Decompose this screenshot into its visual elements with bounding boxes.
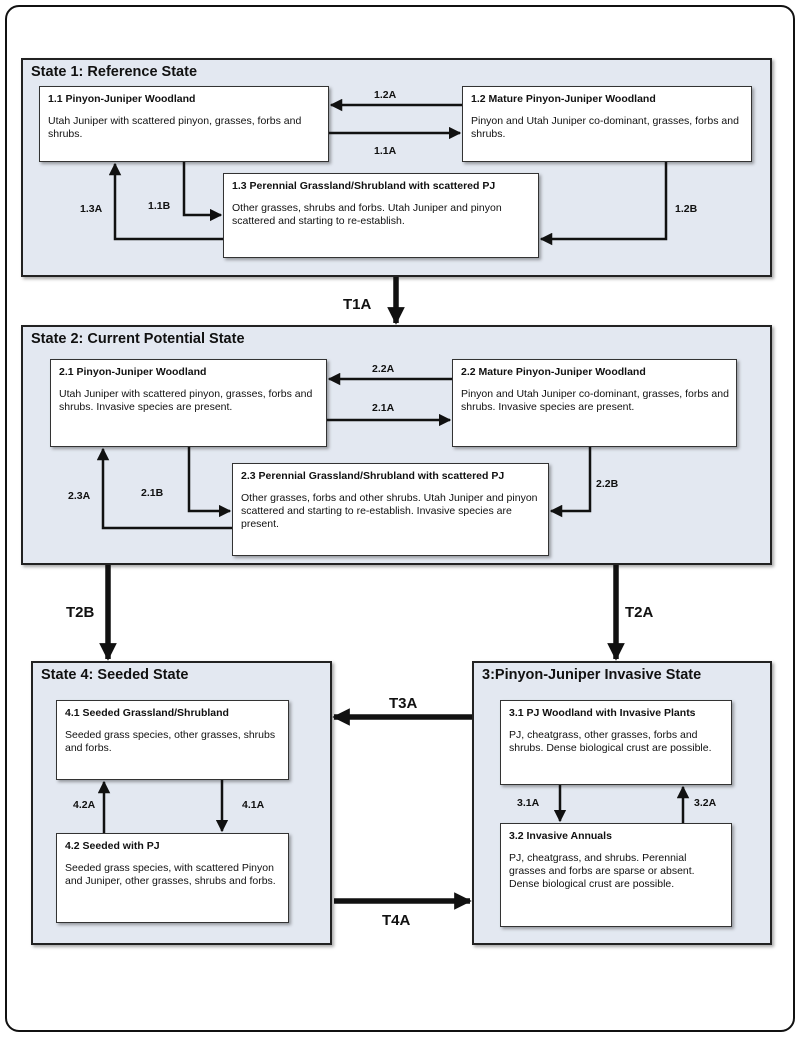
pathway-label-1-1A: 1.1A <box>374 145 397 157</box>
pathway-label-2-3A: 2.3A <box>68 490 91 502</box>
community-2-1-title: 2.1 Pinyon-Juniper Woodland <box>59 366 207 378</box>
pathway-label-1-1B: 1.1B <box>148 200 171 212</box>
community-4-1-text: Seeded grass species, other grasses, shr… <box>65 729 276 754</box>
community-4-2-title: 4.2 Seeded with PJ <box>65 840 160 852</box>
arrow-1-2B <box>539 162 668 246</box>
community-2-1-text: Utah Juniper with scattered pinyon, gras… <box>59 388 313 413</box>
arrow-2-3A <box>96 447 232 530</box>
transition-label-T2B: T2B <box>66 604 95 621</box>
transition-label-T1A: T1A <box>343 296 372 313</box>
pathway-label-3-1A: 3.1A <box>517 797 540 809</box>
pathway-label-2-1A: 2.1A <box>372 402 395 414</box>
community-1-3-text: Other grasses, shrubs and forbs. Utah Ju… <box>232 202 502 227</box>
state-1-title: State 1: Reference State <box>31 64 198 80</box>
pathway-label-2-1B: 2.1B <box>141 487 164 499</box>
community-1-2-box: 1.2 Mature Pinyon-Juniper Woodland Pinyo… <box>462 86 752 162</box>
community-2-2-text: Pinyon and Utah Juniper co-dominant, gra… <box>461 388 729 413</box>
arrow-2-1B <box>187 447 232 518</box>
community-2-2-title: 2.2 Mature Pinyon-Juniper Woodland <box>461 366 646 378</box>
community-3-1-title: 3.1 PJ Woodland with Invasive Plants <box>509 707 696 719</box>
pathway-label-2-2A: 2.2A <box>372 363 395 375</box>
arrow-2-2B <box>549 447 592 518</box>
transition-label-T2A: T2A <box>625 604 654 621</box>
community-3-2-title: 3.2 Invasive Annuals <box>509 830 612 842</box>
transition-label-T3A: T3A <box>389 695 418 712</box>
pathway-label-4-2A: 4.2A <box>73 799 96 811</box>
pathway-label-4-1A: 4.1A <box>242 799 265 811</box>
community-3-2-text: PJ, cheatgrass, and shrubs. Perennial gr… <box>509 852 695 890</box>
community-3-1-box: 3.1 PJ Woodland with Invasive Plants PJ,… <box>500 700 732 785</box>
community-1-1-box: 1.1 Pinyon-Juniper Woodland Utah Juniper… <box>39 86 329 162</box>
community-1-1-text: Utah Juniper with scattered pinyon, gras… <box>48 115 302 140</box>
state-3-title: 3:Pinyon-Juniper Invasive State <box>482 667 702 683</box>
community-4-2-box: 4.2 Seeded with PJ Seeded grass species,… <box>56 833 289 923</box>
community-1-1-title: 1.1 Pinyon-Juniper Woodland <box>48 93 196 105</box>
community-2-3-text: Other grasses, forbs and other shrubs. U… <box>241 492 538 530</box>
pathway-label-1-3A: 1.3A <box>80 203 103 215</box>
community-3-2-box: 3.2 Invasive Annuals PJ, cheatgrass, and… <box>500 823 732 927</box>
community-2-2-box: 2.2 Mature Pinyon-Juniper Woodland Pinyo… <box>452 359 737 447</box>
community-1-3-box: 1.3 Perennial Grassland/Shrubland with s… <box>223 173 539 258</box>
community-1-3-title: 1.3 Perennial Grassland/Shrubland with s… <box>232 180 496 192</box>
pathway-label-1-2A: 1.2A <box>374 89 397 101</box>
transition-label-T4A: T4A <box>382 912 411 929</box>
state-2-title: State 2: Current Potential State <box>31 331 245 347</box>
community-2-1-box: 2.1 Pinyon-Juniper Woodland Utah Juniper… <box>50 359 327 447</box>
community-1-2-title: 1.2 Mature Pinyon-Juniper Woodland <box>471 93 656 105</box>
arrow-1-1B <box>182 162 223 222</box>
pathway-label-2-2B: 2.2B <box>596 478 619 490</box>
community-2-3-title: 2.3 Perennial Grassland/Shrubland with s… <box>241 470 505 482</box>
state-4-title: State 4: Seeded State <box>41 667 189 683</box>
pathway-label-3-2A: 3.2A <box>694 797 717 809</box>
pathway-label-1-2B: 1.2B <box>675 203 698 215</box>
arrow-1-3A <box>108 162 223 241</box>
community-4-2-text: Seeded grass species, with scattered Pin… <box>65 862 276 887</box>
community-2-3-box: 2.3 Perennial Grassland/Shrubland with s… <box>232 463 549 556</box>
community-4-1-title: 4.1 Seeded Grassland/Shrubland <box>65 707 229 719</box>
community-3-1-text: PJ, cheatgrass, other grasses, forbs and… <box>509 729 712 754</box>
community-1-2-text: Pinyon and Utah Juniper co-dominant, gra… <box>471 115 739 140</box>
community-4-1-box: 4.1 Seeded Grassland/Shrubland Seeded gr… <box>56 700 289 780</box>
